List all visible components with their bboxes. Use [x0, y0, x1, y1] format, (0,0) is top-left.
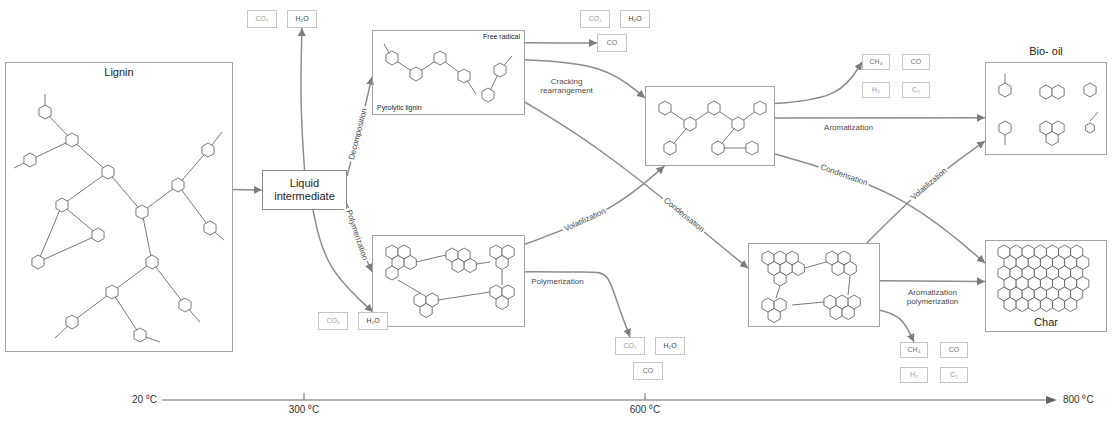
gas-box: CO: [902, 54, 930, 70]
gas-formula: H₂O: [628, 15, 641, 23]
gas-box: CO: [940, 342, 968, 358]
structure-caption: Free radical: [483, 33, 520, 41]
gas-formula: H₂: [872, 86, 880, 94]
gas-formula: H₂O: [663, 342, 676, 350]
polymer-structure: [386, 245, 514, 318]
gas-formula: H₂O: [295, 15, 308, 23]
gas-box: CO₂: [580, 10, 610, 28]
gas-formula: CH₄: [870, 58, 883, 66]
char-structure: [998, 245, 1089, 312]
lignin-structure: [14, 94, 224, 342]
connector-arrow: [525, 166, 665, 244]
gas-formula: CO: [911, 58, 922, 66]
gas-box: CH₄: [862, 54, 890, 70]
process-box: Liquid intermediate: [262, 170, 347, 210]
gas-formula: CO: [607, 39, 618, 47]
connector-arrow: [525, 102, 748, 268]
gas-box: CO: [597, 34, 627, 52]
gas-box: C₂: [940, 367, 968, 383]
connector-arrow: [525, 60, 645, 98]
structure-box: [372, 235, 525, 327]
gas-formula: C₂: [950, 371, 958, 379]
gas-box: H₂: [862, 82, 890, 98]
connector-arrow: [880, 310, 914, 342]
connector-arrow: [233, 189, 262, 191]
structure-box: Lignin: [5, 62, 233, 352]
gas-formula: H₂O: [366, 317, 379, 325]
connector-arrow: [525, 272, 630, 337]
temperature-axis: [162, 393, 1057, 404]
temperature-label: 800 ⁰C: [1063, 394, 1094, 406]
oligomer-structure: [659, 101, 766, 155]
reaction-label: Polymerization: [529, 277, 585, 286]
gas-box: C₂: [902, 82, 930, 98]
gas-formula: CO₂: [588, 15, 601, 23]
gas-formula: CO: [643, 367, 654, 375]
gas-formula: CO₂: [623, 342, 636, 350]
connector-arrow: [880, 280, 985, 282]
gas-box: H₂O: [358, 312, 388, 330]
connector-arrow: [775, 154, 985, 263]
gas-box: H₂O: [287, 10, 317, 28]
structure-box: [645, 86, 775, 166]
reaction-label: Cracking rearrangement: [534, 77, 600, 95]
connector-arrow: [867, 141, 985, 243]
gas-formula: CH₄: [908, 346, 921, 354]
box-heading: Char: [1034, 316, 1058, 329]
bio-oil-molecules: [999, 74, 1098, 146]
gas-formula: H₂: [910, 371, 918, 379]
reaction-label: Decomposition: [346, 106, 369, 163]
product-box: Char: [985, 240, 1107, 332]
gas-formula: CO₂: [255, 15, 268, 23]
connector-arrow: [525, 42, 597, 44]
gas-box: CH₄: [900, 342, 928, 358]
connector-arrow: [775, 62, 862, 104]
structure-box: [748, 243, 880, 327]
reaction-label: Condensation: [660, 195, 707, 236]
pyrolytic-lignin-structure: [384, 44, 512, 102]
gas-box: CO₂: [615, 337, 645, 355]
connector-arrow: [775, 117, 985, 119]
gas-box: H₂: [900, 367, 928, 383]
gas-box: CO: [633, 362, 663, 380]
box-heading: Bio- oil: [1029, 45, 1063, 58]
reaction-label: Volatilization: [561, 206, 609, 235]
connector-arrow: [347, 77, 372, 176]
temperature-label: 600 ⁰C: [630, 404, 661, 416]
condensed-structure: [762, 251, 860, 323]
gas-formula: CO: [949, 346, 960, 354]
structure-box: Pyrolytic lignin Free radical: [372, 30, 525, 115]
box-label: Liquid intermediate: [267, 177, 342, 202]
reaction-label: Aromatization: [822, 123, 875, 132]
reaction-label: Volatilization: [908, 164, 951, 203]
product-box: Bio- oil: [985, 62, 1107, 155]
reaction-label: Aromatization polymerization: [898, 288, 968, 306]
gas-box: CO₂: [247, 10, 277, 28]
connector-arrow: [301, 28, 305, 170]
gas-box: CO₂: [318, 312, 348, 330]
gas-formula: CO₂: [326, 317, 339, 325]
gas-box: H₂O: [620, 10, 650, 28]
reaction-label: Polymerization: [344, 207, 371, 263]
reaction-label: Condensation: [817, 162, 870, 189]
temperature-label: 300 ⁰C: [289, 404, 320, 416]
structure-caption: Pyrolytic lignin: [377, 104, 422, 112]
temperature-label: 20 ⁰C: [132, 394, 157, 406]
box-heading: Lignin: [104, 66, 133, 79]
gas-formula: C₂: [912, 86, 920, 94]
gas-box: H₂O: [655, 337, 685, 355]
